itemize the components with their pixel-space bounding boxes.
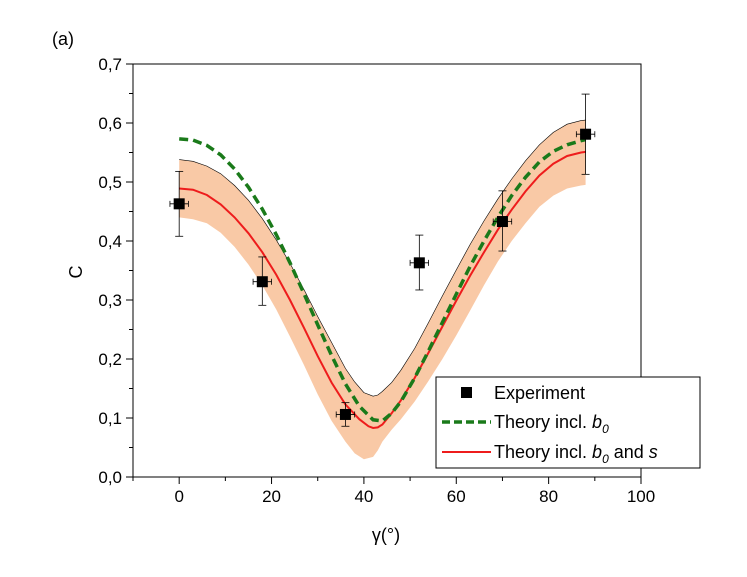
experiment-marker: [173, 198, 185, 210]
theory-lines-layer: [179, 137, 587, 430]
legend-experiment-label: Experiment: [494, 383, 585, 403]
x-axis-label: γ(°): [372, 525, 400, 545]
y-tick-label: 0,2: [98, 350, 122, 369]
uncertainty-band-layer: [179, 119, 586, 460]
y-tick-label: 0,3: [98, 291, 122, 310]
x-tick-label: 100: [627, 487, 655, 506]
experiment-marker: [339, 408, 351, 420]
uncertainty-band-upper-edge: [179, 119, 586, 397]
x-tick-label: 60: [447, 487, 466, 506]
y-tick-label: 0,4: [98, 232, 122, 251]
x-tick-label: 40: [354, 487, 373, 506]
legend-experiment-marker: [461, 387, 472, 398]
experiment-point: [252, 256, 272, 306]
legend-theory-b0-s-label: Theory incl. b0 and s: [494, 442, 658, 466]
x-tick-label: 20: [262, 487, 281, 506]
legend-theory-b0-label: Theory incl. b0: [494, 412, 609, 436]
y-tick-label: 0,0: [98, 468, 122, 487]
panel-label: (a): [52, 29, 74, 49]
x-tick-label: 0: [174, 487, 183, 506]
experiment-marker: [580, 128, 592, 140]
experiment-point: [335, 402, 356, 427]
legend: Experiment Theory incl. b0 Theory incl. …: [435, 376, 701, 469]
theory-b0-s-line: [179, 150, 586, 430]
y-tick-label: 0,5: [98, 173, 122, 192]
x-tick-label: 80: [539, 487, 558, 506]
theory-b0-line: [179, 137, 587, 423]
y-tick-label: 0,6: [98, 114, 122, 133]
y-tick-label: 0,7: [98, 55, 122, 74]
experiment-marker: [256, 276, 268, 288]
experiment-point: [492, 190, 513, 252]
y-axis-label: C: [66, 266, 86, 279]
experiment-point: [169, 170, 189, 237]
experiment-point: [575, 93, 596, 175]
experiment-points-layer: [169, 93, 596, 427]
y-tick-label: 0,1: [98, 409, 122, 428]
experiment-marker: [413, 257, 425, 269]
axes-layer: 0 20 40 60 80 100 0,0 0,1 0,2 0,3 0,4 0,5 0,6 0,7: [98, 55, 655, 506]
experiment-marker: [496, 216, 508, 228]
experiment-point: [409, 234, 429, 291]
